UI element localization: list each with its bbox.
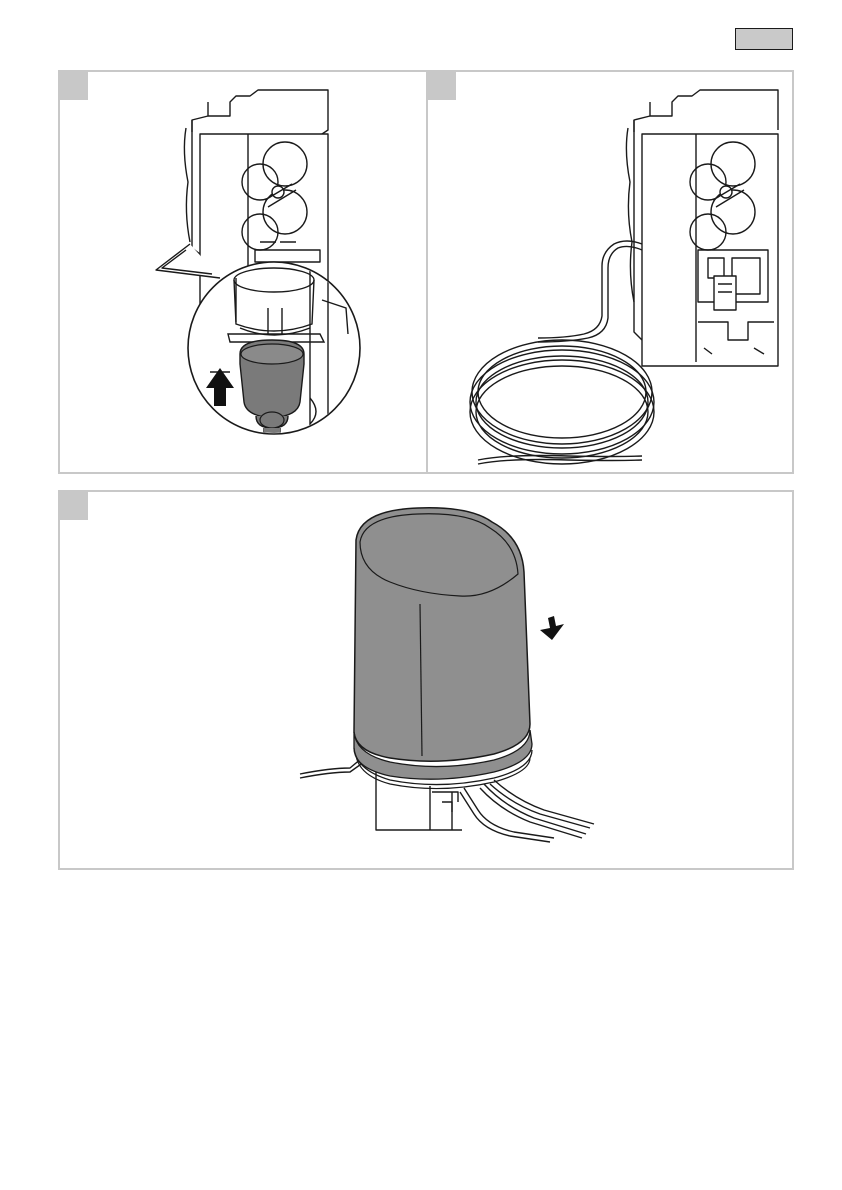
step-panel-3 [58, 490, 794, 870]
cable-illustration [428, 72, 794, 474]
plug-illustration [60, 72, 428, 474]
arrow-down-icon [540, 616, 564, 640]
step-panel-1 [58, 70, 428, 474]
zoom-callout-icon [188, 262, 360, 458]
step-panel-2 [426, 70, 794, 474]
language-tag [735, 28, 793, 50]
cover-illustration [60, 492, 794, 870]
